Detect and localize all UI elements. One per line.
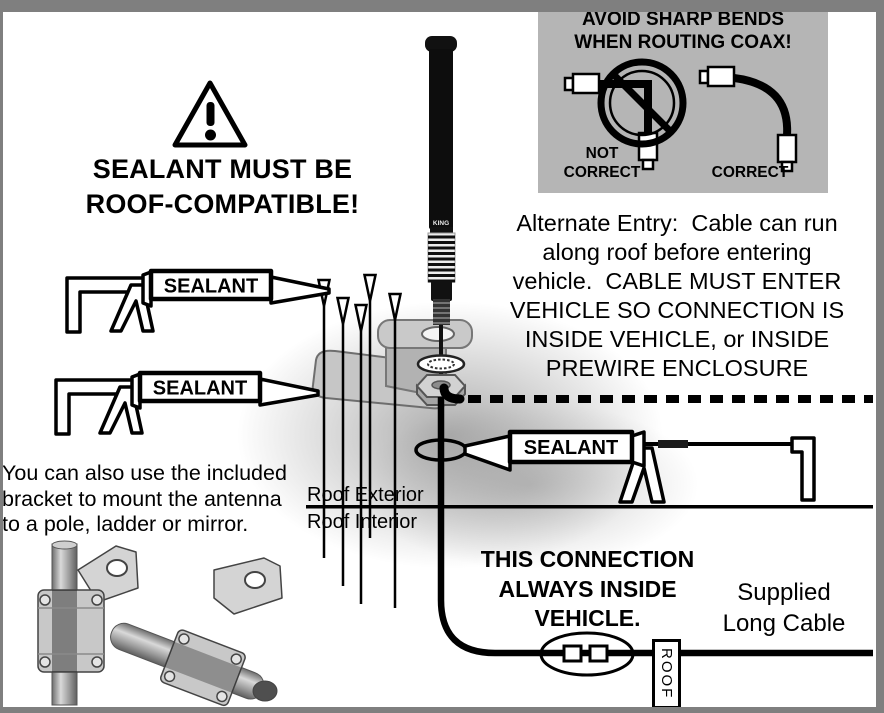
coax-panel-graphics — [563, 58, 798, 173]
prohibition-icon — [597, 58, 687, 148]
sharp-bend-cable — [563, 72, 659, 171]
connection-ellipse — [539, 631, 635, 677]
bracket-on-horizontal-pole — [110, 557, 283, 707]
antenna-mast: KING — [425, 36, 457, 233]
alternate-entry-note: Alternate Entry: Cable can run along roo… — [509, 210, 845, 381]
roof-exterior-label: Roof Exterior — [307, 484, 424, 506]
frame-edge-right — [876, 0, 884, 713]
correct-label: CORRECT — [711, 164, 789, 181]
cable-connection — [539, 631, 635, 677]
frame-edge-bottom — [0, 707, 884, 713]
bracket-on-vertical-pole — [37, 540, 139, 706]
sealant-tube-label: SEALANT — [524, 437, 618, 459]
cable-connector — [588, 644, 609, 663]
sealant-tube-label: SEALANT — [164, 276, 258, 298]
sealant-warning-title: SEALANT MUST BE ROOF-COMPATIBLE! — [85, 154, 360, 219]
warning-triangle-icon — [172, 80, 248, 148]
cable-connector — [562, 644, 583, 663]
gun-rod-marking — [658, 440, 688, 448]
connection-note: THIS CONNECTION ALWAYS INSIDE VEHICLE. — [480, 546, 695, 631]
curved-cable — [698, 65, 798, 173]
supplied-cable-label: Supplied Long Cable — [722, 579, 846, 637]
gun-nozzle — [463, 434, 512, 472]
frame-edge-left — [0, 0, 3, 713]
roof-tag: ROOF — [652, 639, 681, 709]
sealant-pins — [316, 273, 403, 608]
gun-handle — [790, 436, 816, 502]
roof-line — [306, 505, 873, 509]
coax-cable — [437, 397, 873, 657]
roof-interior-label: Roof Interior — [307, 511, 418, 533]
gun-nozzle — [269, 275, 331, 305]
antenna-brand-logo: KING — [433, 220, 449, 227]
pole-bracket-illustration — [37, 540, 283, 707]
coax-warning-panel: AVOID SHARP BENDS WHEN ROUTING COAX! — [538, 3, 828, 193]
frame-edge-top — [0, 0, 884, 12]
antenna-spring — [427, 232, 456, 325]
lock-washer — [416, 354, 466, 374]
coax-panel-title: AVOID SHARP BENDS WHEN ROUTING COAX! — [574, 9, 792, 53]
bracket-mount-note: You can also use the included bracket to… — [2, 461, 287, 536]
sealant-tube — [137, 370, 263, 404]
spring-ferrule — [431, 281, 452, 301]
gun-trigger — [618, 446, 666, 504]
gun-nozzle — [258, 377, 320, 407]
not-correct-label: NOT CORRECT — [563, 145, 641, 181]
alternate-route-dashed-line — [439, 383, 873, 404]
sealant-tube — [507, 429, 635, 465]
sealant-gun-middle: SEALANT — [54, 370, 320, 436]
sealant-tube-label: SEALANT — [153, 378, 247, 400]
sealant-gun-top: SEALANT — [65, 268, 331, 334]
sealant-gun-roof-entry: SEALANT — [463, 429, 816, 504]
sealant-tube — [148, 268, 274, 302]
